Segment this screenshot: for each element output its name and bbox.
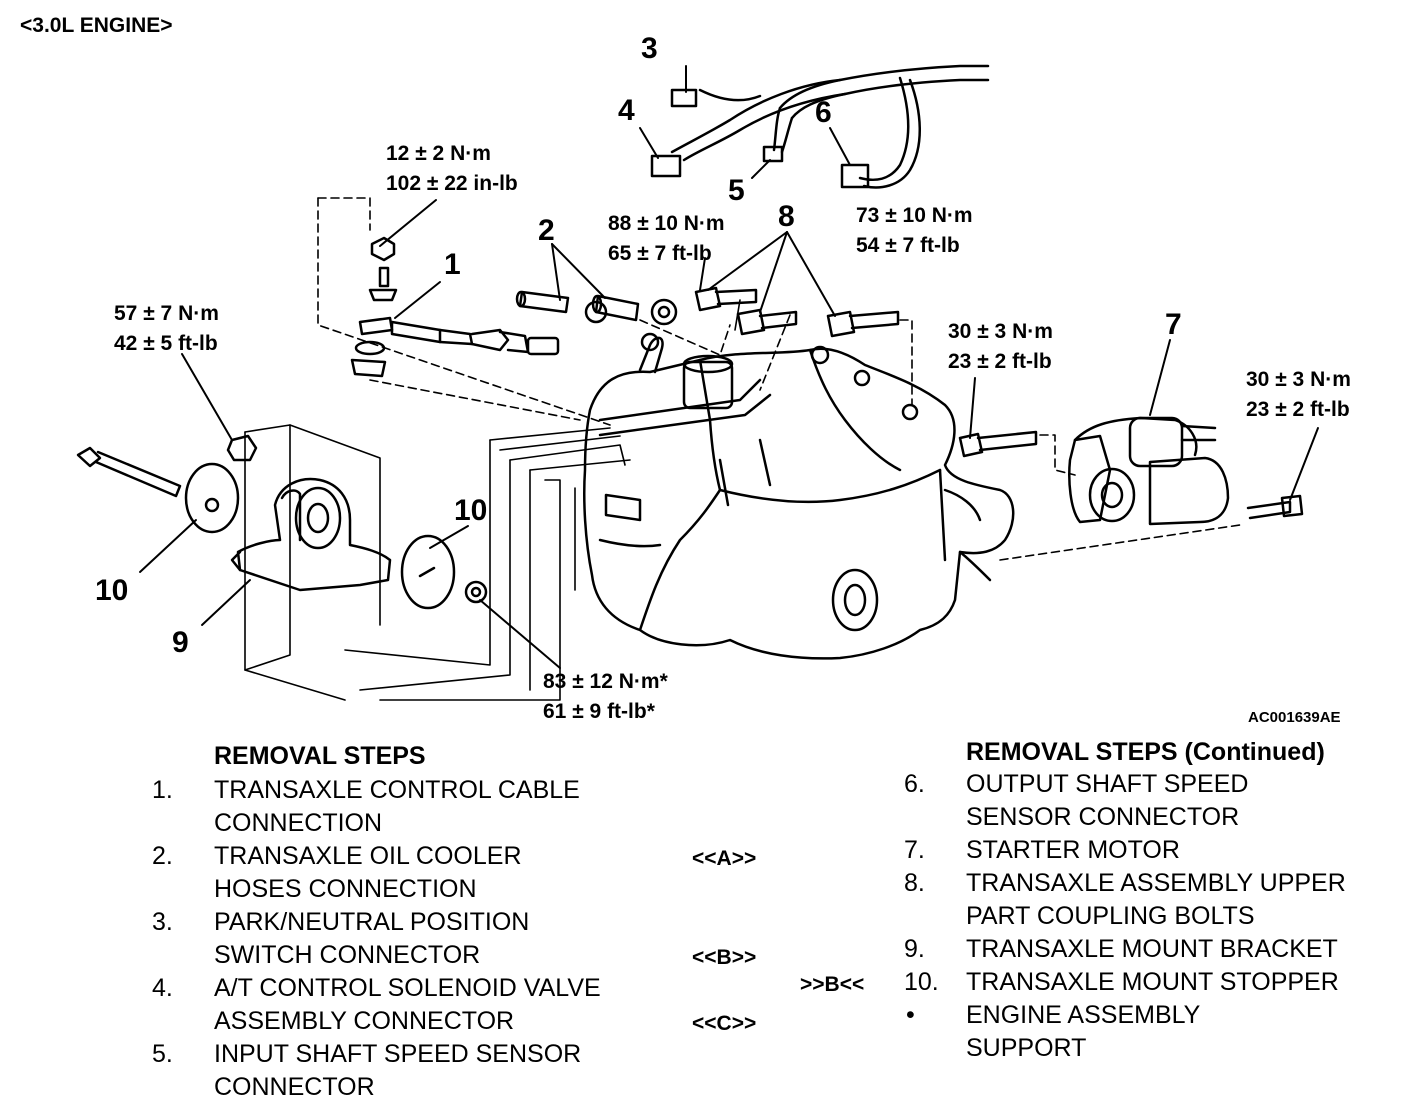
callout-6: 6 xyxy=(815,96,832,129)
step-number: 1. xyxy=(152,776,173,804)
step-text: STARTER MOTOR xyxy=(966,836,1180,864)
torque-1-metric: 12 ± 2 N·m xyxy=(386,142,491,165)
step-number: 5. xyxy=(152,1040,173,1068)
callout-leaders xyxy=(139,65,1319,669)
callout-7: 7 xyxy=(1165,308,1182,341)
callout-10-right: 10 xyxy=(454,494,487,527)
step-number: 8. xyxy=(904,869,925,897)
step-number: 4. xyxy=(152,974,173,1002)
step-text: TRANSAXLE OIL COOLER xyxy=(214,842,522,870)
step-text: SUPPORT xyxy=(966,1034,1087,1062)
torque-3-metric: 88 ± 10 N·m xyxy=(608,212,725,235)
step-text: PART COUPLING BOLTS xyxy=(966,902,1255,930)
step-tag: >>B<< xyxy=(800,973,865,996)
torque-4-metric: 73 ± 10 N·m xyxy=(856,204,973,227)
step-text: TRANSAXLE CONTROL CABLE xyxy=(214,776,580,804)
step-text: ENGINE ASSEMBLY xyxy=(966,1001,1201,1029)
torque-7-imperial: 61 ± 9 ft-lb* xyxy=(543,700,656,723)
leader-lines xyxy=(244,197,1241,701)
removal-steps-heading: REMOVAL STEPS xyxy=(214,742,426,770)
torque-specs: 12 ± 2 N·m 102 ± 22 in-lb 57 ± 7 N·m 42 … xyxy=(114,142,1351,723)
removal-steps: REMOVAL STEPS 1. TRANSAXLE CONTROL CABLE… xyxy=(0,740,900,1112)
step-number: 2. xyxy=(152,842,173,870)
callout-4: 4 xyxy=(618,94,635,127)
removal-steps-continued: REMOVAL STEPS (Continued) 6. OUTPUT SHAF… xyxy=(780,736,1408,1112)
step-text: TRANSAXLE ASSEMBLY UPPER xyxy=(966,869,1346,897)
step-tag: <<B>> xyxy=(692,946,757,969)
callout-8: 8 xyxy=(778,200,795,233)
step-text: CONNECTION xyxy=(214,809,383,837)
callout-10-left: 10 xyxy=(95,574,128,607)
removal-steps-continued-heading: REMOVAL STEPS (Continued) xyxy=(966,738,1325,766)
step-tag: <<A>> xyxy=(692,847,757,870)
page-title: <3.0L ENGINE> xyxy=(20,14,173,37)
step-text: TRANSAXLE MOUNT STOPPER xyxy=(966,968,1339,996)
step-text: SWITCH CONNECTOR xyxy=(214,941,481,969)
step-text: INPUT SHAFT SPEED SENSOR xyxy=(214,1040,582,1068)
callout-3: 3 xyxy=(641,32,658,65)
step-text: HOSES CONNECTION xyxy=(214,875,477,903)
callout-numbers: 3 4 5 6 1 2 8 7 10 10 9 xyxy=(95,32,1182,659)
starter-motor xyxy=(1068,416,1304,526)
transaxle-case xyxy=(583,332,1015,660)
callout-2: 2 xyxy=(538,214,555,247)
step-text: OUTPUT SHAFT SPEED xyxy=(966,770,1249,798)
figure-reference: AC001639AE xyxy=(1248,709,1341,726)
step-text: SENSOR CONNECTOR xyxy=(966,803,1240,831)
control-cable xyxy=(350,236,560,378)
callout-9: 9 xyxy=(172,626,189,659)
torque-2-imperial: 42 ± 5 ft-lb xyxy=(114,332,218,355)
torque-6-metric: 30 ± 3 N·m xyxy=(1246,368,1351,391)
step-number: 6. xyxy=(904,770,925,798)
transaxle-exploded-diagram: <3.0L ENGINE> xyxy=(20,14,1351,726)
torque-3-imperial: 65 ± 7 ft-lb xyxy=(608,242,712,265)
step-number: 7. xyxy=(904,836,925,864)
step-number: 10. xyxy=(904,968,939,996)
coupling-bolts xyxy=(694,286,1038,458)
torque-7-metric: 83 ± 12 N·m* xyxy=(543,670,669,693)
torque-1-imperial: 102 ± 22 in-lb xyxy=(386,172,518,195)
torque-6-imperial: 23 ± 2 ft-lb xyxy=(1246,398,1350,421)
step-tag: <<C>> xyxy=(692,1012,757,1035)
step-text: PARK/NEUTRAL POSITION xyxy=(214,908,530,936)
step-text: TRANSAXLE MOUNT BRACKET xyxy=(966,935,1338,963)
callout-1: 1 xyxy=(444,248,461,281)
step-text: CONNECTOR xyxy=(214,1073,375,1101)
step-number: 3. xyxy=(152,908,173,936)
oil-cooler-hoses xyxy=(515,290,678,326)
torque-5-metric: 30 ± 3 N·m xyxy=(948,320,1053,343)
torque-2-metric: 57 ± 7 N·m xyxy=(114,302,219,325)
torque-4-imperial: 54 ± 7 ft-lb xyxy=(856,234,960,257)
wiring-harness xyxy=(650,64,990,189)
step-bullet: • xyxy=(906,1001,915,1029)
step-number: 9. xyxy=(904,935,925,963)
callout-5: 5 xyxy=(728,174,745,207)
mount-assembly xyxy=(76,434,488,610)
torque-5-imperial: 23 ± 2 ft-lb xyxy=(948,350,1052,373)
step-text: ASSEMBLY CONNECTOR xyxy=(214,1007,515,1035)
step-text: A/T CONTROL SOLENOID VALVE xyxy=(214,974,601,1002)
